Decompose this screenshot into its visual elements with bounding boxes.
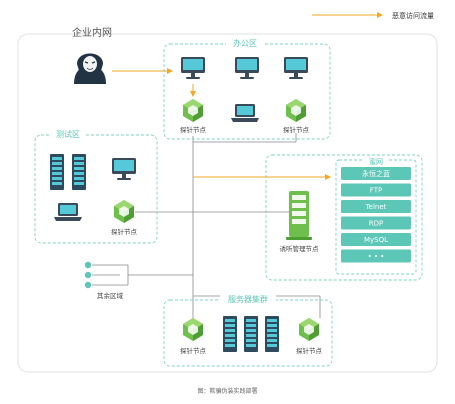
probe-node-icon [183, 318, 203, 341]
test-zone-border [34, 134, 158, 244]
honeynet-service-box [341, 183, 411, 197]
laptop-icon [54, 203, 82, 221]
office-zone-title: 办公区 [233, 38, 257, 48]
honeynet-service-label: Telnet [365, 203, 387, 211]
server-icon [265, 316, 279, 352]
legend-label: 恶意访问流量 [392, 11, 434, 20]
honeynet-service-box [341, 216, 411, 230]
honeynet-service-box [341, 167, 411, 180]
manager-node-label: 诱听管理节点 [280, 244, 320, 253]
office-zone: 办公区 探针节点 探针节点 [163, 37, 331, 140]
office-probe-label-right: 探针节点 [283, 125, 310, 134]
desktop-icon [235, 57, 259, 79]
honeynet-service-label: FTP [370, 186, 382, 194]
test-probe-label: 探针节点 [111, 227, 138, 236]
malicious-traffic [112, 68, 331, 180]
other-zone-label: 其余区域 [97, 291, 124, 300]
legend: 恶意访问流量 [312, 11, 434, 20]
other-zone-node-dot [84, 281, 92, 289]
probe-node-icon [286, 99, 306, 122]
attacker-icon [74, 53, 106, 84]
enterprise-network-boundary [17, 33, 438, 373]
honeynet-service-label: RDP [369, 219, 383, 227]
desktop-icon [112, 158, 136, 180]
honeynet-service-box [341, 200, 411, 213]
office-probe-label-left: 探针节点 [180, 125, 207, 134]
server-probe-label-right: 探针节点 [296, 346, 323, 355]
probe-node-icon [299, 318, 319, 341]
server-icon [223, 316, 237, 352]
server-probe-label-left: 探针节点 [180, 346, 207, 355]
laptop-icon [231, 104, 259, 122]
test-zone: 测试区 探针节点 [34, 128, 158, 244]
probe-node-icon [183, 99, 203, 122]
server-icon [244, 316, 258, 352]
other-zone-node-dot [84, 261, 92, 269]
server-icon [72, 154, 86, 190]
desktop-icon [181, 57, 205, 79]
honeynet-title: 蜜网 [369, 157, 383, 166]
desktop-icon [284, 57, 308, 79]
other-zone-node-dot [84, 271, 92, 279]
manager-node-icon [286, 191, 312, 240]
network-links [92, 133, 321, 318]
test-zone-title: 测试区 [56, 129, 80, 139]
server-icon [50, 154, 64, 190]
honeynet-service-label: • • • [368, 252, 385, 260]
honeynet-outer-border [265, 154, 423, 281]
server-zone: 服务器集群 探针节点 探针节点 [163, 293, 333, 367]
network-title: 企业内网 [72, 26, 112, 39]
probe-node-icon [114, 200, 134, 223]
other-zone: 其余区域 [84, 261, 124, 300]
figure-caption: 图：欺骗伪装实践部署 [197, 388, 258, 395]
server-zone-title: 服务器集群 [228, 294, 268, 304]
honeynet-service-label: 永恒之蓝 [362, 169, 390, 178]
honeynet-service-box [341, 233, 411, 246]
honeynet-service-label: MySQL [364, 236, 388, 244]
honeynet-service-box [341, 249, 411, 263]
